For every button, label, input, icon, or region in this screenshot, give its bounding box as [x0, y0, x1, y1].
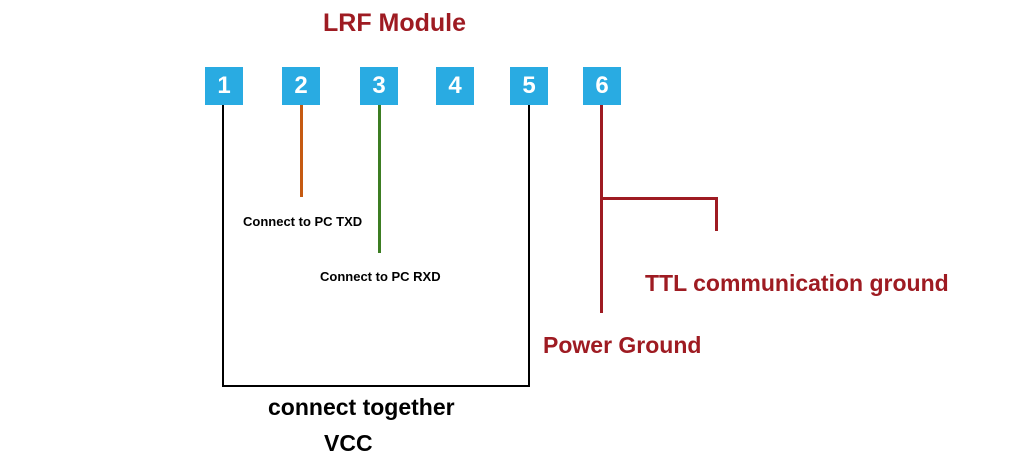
pin-4: 4: [436, 67, 474, 105]
pin6-power-ground-wire: [600, 105, 603, 313]
ttl-ground-stub-wire: [715, 197, 718, 231]
pc-txd-label: Connect to PC TXD: [243, 214, 363, 229]
ttl-ground-branch-wire: [600, 197, 718, 200]
pin2-txd-wire: [300, 105, 303, 197]
pc-rxd-label: Connect to PC RXD: [320, 269, 441, 284]
vcc-connect-wire: [222, 385, 530, 387]
vcc-label: VCC: [324, 430, 373, 456]
connect-together-label: connect together: [268, 394, 455, 420]
pin-5: 5: [510, 67, 548, 105]
pin5-vcc-wire: [528, 105, 530, 387]
power-ground-label: Power Ground: [543, 332, 702, 358]
ttl-ground-label: TTL communication ground: [645, 270, 949, 296]
pin-2: 2: [282, 67, 320, 105]
pin-6: 6: [583, 67, 621, 105]
pin3-rxd-wire: [378, 105, 381, 253]
pin1-vcc-wire: [222, 105, 224, 387]
pin-3: 3: [360, 67, 398, 105]
pin-1: 1: [205, 67, 243, 105]
diagram-title: LRF Module: [323, 9, 467, 37]
